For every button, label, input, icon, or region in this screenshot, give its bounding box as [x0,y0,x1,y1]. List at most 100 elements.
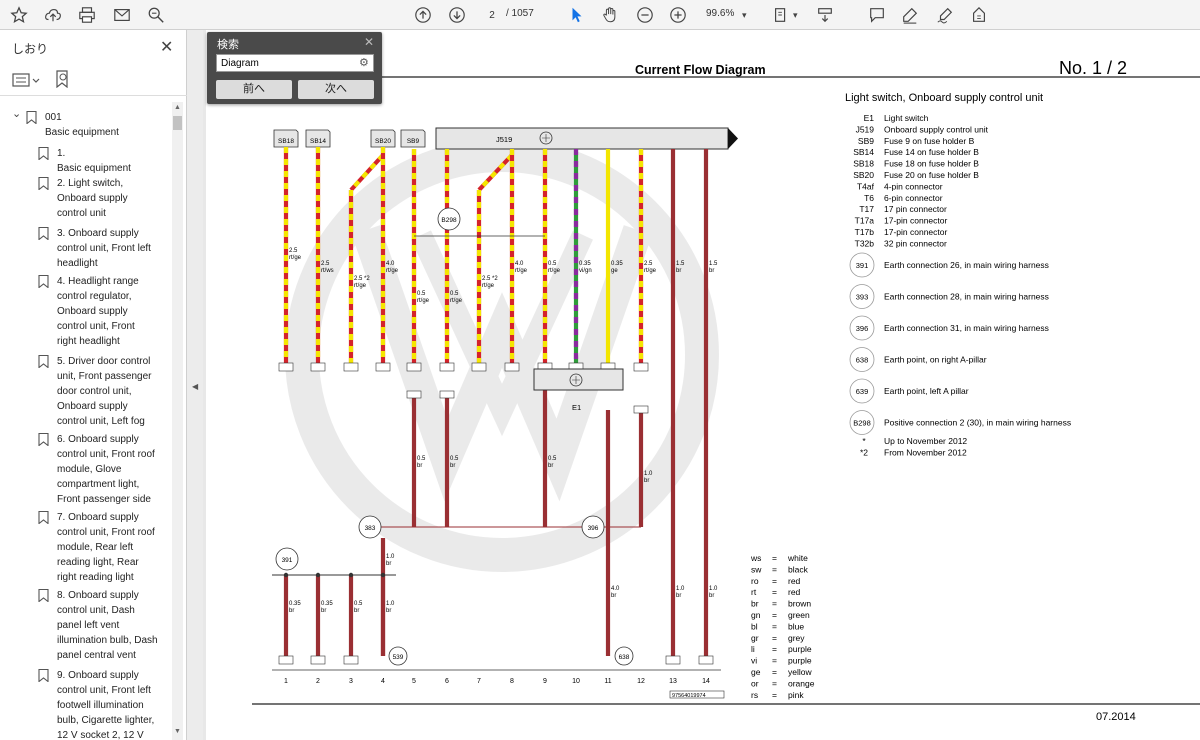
color-name: blue [788,621,804,631]
previous-page-icon[interactable] [414,4,432,26]
color-name: purple [788,656,812,666]
bookmark-item[interactable]: ⌄ 001 Basic equipment [12,108,142,140]
column-number: 11 [604,678,611,685]
color-eq: = [772,656,777,666]
find-options-gear-icon[interactable]: ⚙ [359,57,369,69]
zoom-out-icon[interactable] [636,4,654,26]
sign-icon[interactable] [936,4,954,26]
fuse-label: SB14 [310,138,326,145]
zoom-in-icon[interactable] [669,4,687,26]
column-number: 10 [572,678,580,685]
bookmark-label: 001 Basic equipment [45,112,119,138]
control-unit-j519: J519 [435,127,738,150]
bookmark-item[interactable]: 3. Onboard supply control unit, Front le… [38,226,168,271]
panel-splitter[interactable]: ◀ [187,30,203,740]
column-number: 2 [316,678,320,685]
bookmark-icon [38,275,49,288]
legend-code: SB20 [853,170,874,180]
comment-icon[interactable] [868,4,886,26]
panel-scrollbar[interactable]: ▲ ▼ [172,102,183,740]
upload-cloud-icon[interactable] [44,4,62,26]
bookmark-item[interactable]: 8. Onboard supply control unit, Dash pan… [38,588,168,663]
page-number-label: No. 1 / 2 [1059,58,1127,78]
fuse-box [400,129,426,148]
wire-color-legend: ws=whitesw=blackro=redrt=redbr=browngn=g… [750,553,815,700]
options-menu-icon[interactable] [12,72,42,88]
zoom-level[interactable]: 99.6% [706,8,735,19]
fuse-label: SB18 [278,138,294,145]
color-abbr: or [751,678,759,688]
zoom-dropdown-chevron-icon[interactable]: ▾ [742,9,747,20]
earth-391: 391 [275,547,299,571]
find-input[interactable] [216,54,374,72]
fuse-label: SB9 [407,138,420,145]
email-icon[interactable] [113,4,131,26]
color-eq: = [772,564,777,574]
column-number: 8 [510,678,514,685]
earth-legend-code: 639 [856,387,869,396]
bookmark-item[interactable]: 4. Headlight range control regulator, On… [38,274,168,349]
legend-desc: Fuse 18 on fuse holder B [884,159,979,169]
page-total: / 1057 [506,8,534,19]
earth-legend-code: 396 [856,324,869,333]
scroll-mode-icon[interactable] [816,4,834,26]
bookmark-item[interactable]: 7. Onboard supply control unit, Front ro… [38,510,168,585]
bookmark-item[interactable]: 2. Light switch, Onboard supply control … [38,176,168,221]
scrollbar-thumb[interactable] [173,116,182,130]
panel-title: しおり [12,42,49,56]
bookmark-icon [38,227,49,240]
find-next-button[interactable]: 次へ [298,80,374,99]
color-eq: = [772,690,777,700]
bookmark-star-icon[interactable] [10,4,28,26]
legend-code: J519 [856,124,875,134]
find-bookmark-icon[interactable] [54,70,72,88]
search-zoom-icon[interactable] [147,4,165,26]
document-view[interactable]: Current Flow Diagram No. 1 / 2 Light swi… [203,30,1200,740]
color-eq: = [772,644,777,654]
bookmark-item[interactable]: 5. Driver door control unit, Front passe… [38,354,168,429]
color-eq: = [772,553,777,563]
color-name: yellow [788,667,812,677]
bookmark-item[interactable]: 6. Onboard supply control unit, Front ro… [38,432,168,507]
earth-legend-desc: Earth connection 28, in main wiring harn… [884,292,1049,302]
color-eq: = [772,587,777,597]
legend-desc: Fuse 9 on fuse holder B [884,136,975,146]
collapse-panel-icon[interactable]: ◀ [192,382,199,391]
bookmark-item[interactable]: 9. Onboard supply control unit, Front le… [38,668,168,740]
legend-code: T32b [855,238,875,248]
legend-desc: 32 pin connector [884,238,947,248]
hand-tool-icon[interactable] [601,4,619,26]
bookmark-icon [38,589,49,602]
find-title: 検索 [217,39,239,51]
color-abbr: bl [751,621,758,631]
earth-383: 383 [358,515,382,539]
bookmark-item[interactable]: 1. Basic equipment [38,146,168,176]
page-fit-icon[interactable] [772,4,790,26]
legend-desc: Fuse 20 on fuse holder B [884,170,979,180]
color-abbr: ws [750,553,761,563]
color-name: orange [788,678,815,688]
earth-396-label: 396 [588,525,599,532]
page-number-input[interactable] [478,6,506,24]
page-fit-chevron-icon[interactable]: ▾ [793,9,798,20]
expand-chevron-icon[interactable]: ⌄ [12,108,22,120]
find-close-icon[interactable]: ✕ [364,35,375,49]
next-page-icon[interactable] [448,4,466,26]
print-icon[interactable] [78,4,96,26]
highlight-pen-icon[interactable] [901,4,919,26]
select-cursor-icon[interactable] [568,4,586,26]
earth-396: 396 [581,515,605,539]
legend-code: SB14 [853,147,874,157]
top-toolbar: / 1057 99.6% ▾ ▾ [0,0,1200,30]
earth-legend-code: 391 [856,261,869,270]
find-prev-button[interactable]: 前へ [216,80,292,99]
close-panel-icon[interactable]: ✕ [160,39,174,56]
note-code: * [862,436,866,446]
edit-share-icon[interactable] [970,4,988,26]
